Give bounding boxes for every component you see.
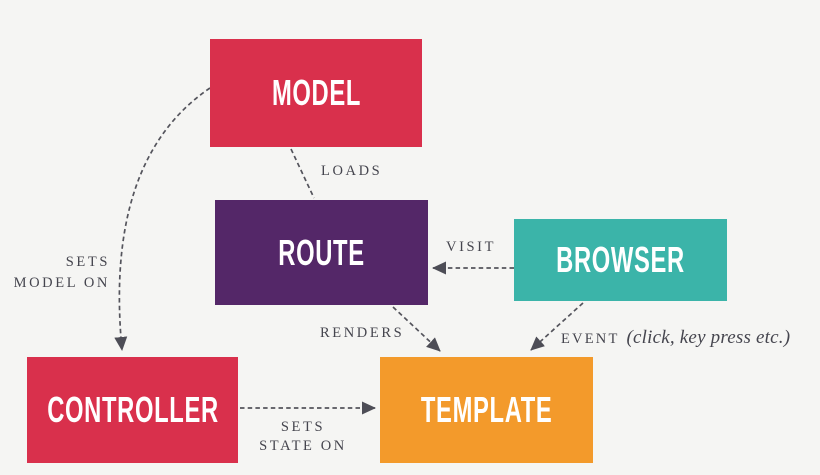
controller-node-label: CONTROLLER [46,389,219,430]
route-node-label: ROUTE [278,231,365,273]
sets-model-on-label-line1: SETS [65,254,110,270]
browser-node: BROWSER [514,219,727,301]
visit-edge-label: VISIT [446,239,497,255]
sets-state-on-label-line1: SETS [280,419,326,435]
sets-state-on-label-line2: STATE ON [259,438,347,454]
renders-edge-label: RENDERS [320,325,405,341]
sets-state-on-edge-label: SETS STATE ON [251,418,355,456]
sets-model-on-arrow [114,87,211,351]
event-edge-label-note: (click, key press etc.) [626,327,791,348]
template-node-label: TEMPLATE [420,389,553,430]
sets-model-on-label-line2: MODEL ON [13,275,110,291]
event-edge-label-text: EVENT [561,331,620,347]
controller-node: CONTROLLER [27,357,238,463]
template-node: TEMPLATE [380,357,593,463]
model-node: MODEL [210,39,422,147]
event-edge-label: EVENT (click, key press etc.) [561,327,790,349]
model-node-label: MODEL [271,72,361,113]
browser-node-label: BROWSER [556,239,685,280]
loads-connector [290,148,315,199]
sets-model-on-edge-label: SETS MODEL ON [8,252,110,294]
route-node: ROUTE [215,200,428,305]
loads-edge-label: LOADS [321,163,383,179]
